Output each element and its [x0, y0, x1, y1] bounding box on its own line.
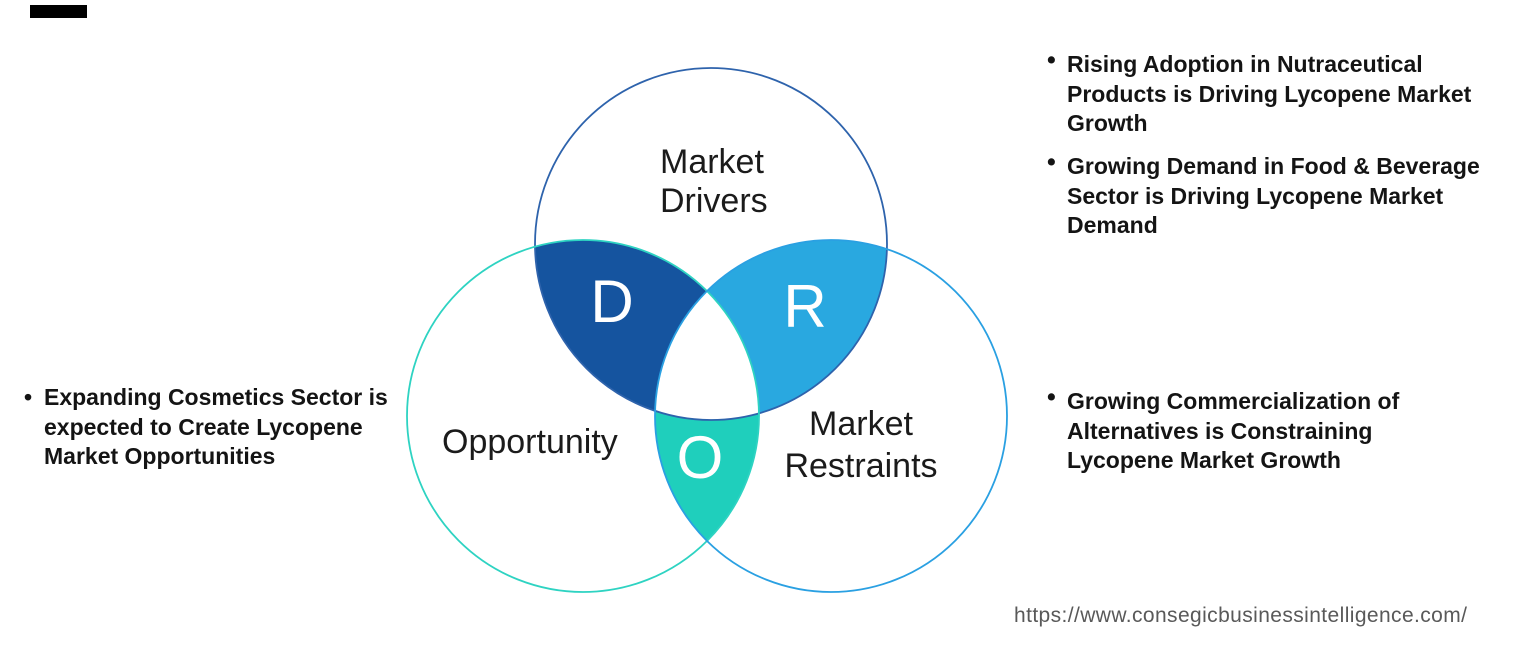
bullet-icon: • — [1047, 148, 1056, 176]
note-driver-1: • Rising Adoption in Nutraceutical Produ… — [1045, 46, 1510, 139]
restraints-circle-outline — [654, 239, 1008, 593]
note-text: Expanding Cosmetics Sector is expected t… — [44, 384, 388, 469]
screenshot-artifact-bar — [30, 5, 87, 18]
bullet-icon: • — [24, 384, 33, 410]
opportunity-circle-label: Opportunity — [442, 423, 618, 461]
note-restraint-1: • Growing Commercialization of Alternati… — [1045, 383, 1510, 476]
drivers-circle-label: Market Drivers — [660, 143, 768, 220]
bullet-icon: • — [1047, 383, 1056, 411]
note-text: Growing Commercialization of Alternative… — [1067, 388, 1400, 473]
restraints-circle-label: Market Restraints — [784, 405, 938, 485]
opportunity-circle-outline — [406, 239, 760, 593]
letter-d: D — [590, 267, 634, 335]
letter-o: O — [676, 423, 724, 491]
note-text: Growing Demand in Food & Beverage Sector… — [1067, 153, 1480, 238]
note-opportunity: • Expanding Cosmetics Sector is expected… — [22, 383, 412, 472]
note-text: Rising Adoption in Nutraceutical Product… — [1067, 51, 1472, 136]
drivers-circle-outline — [534, 67, 888, 421]
letter-r: R — [783, 272, 827, 340]
source-url: https://www.consegicbusinessintelligence… — [1014, 604, 1468, 627]
note-driver-2: • Growing Demand in Food & Beverage Sect… — [1045, 148, 1510, 241]
bullet-icon: • — [1047, 46, 1056, 74]
